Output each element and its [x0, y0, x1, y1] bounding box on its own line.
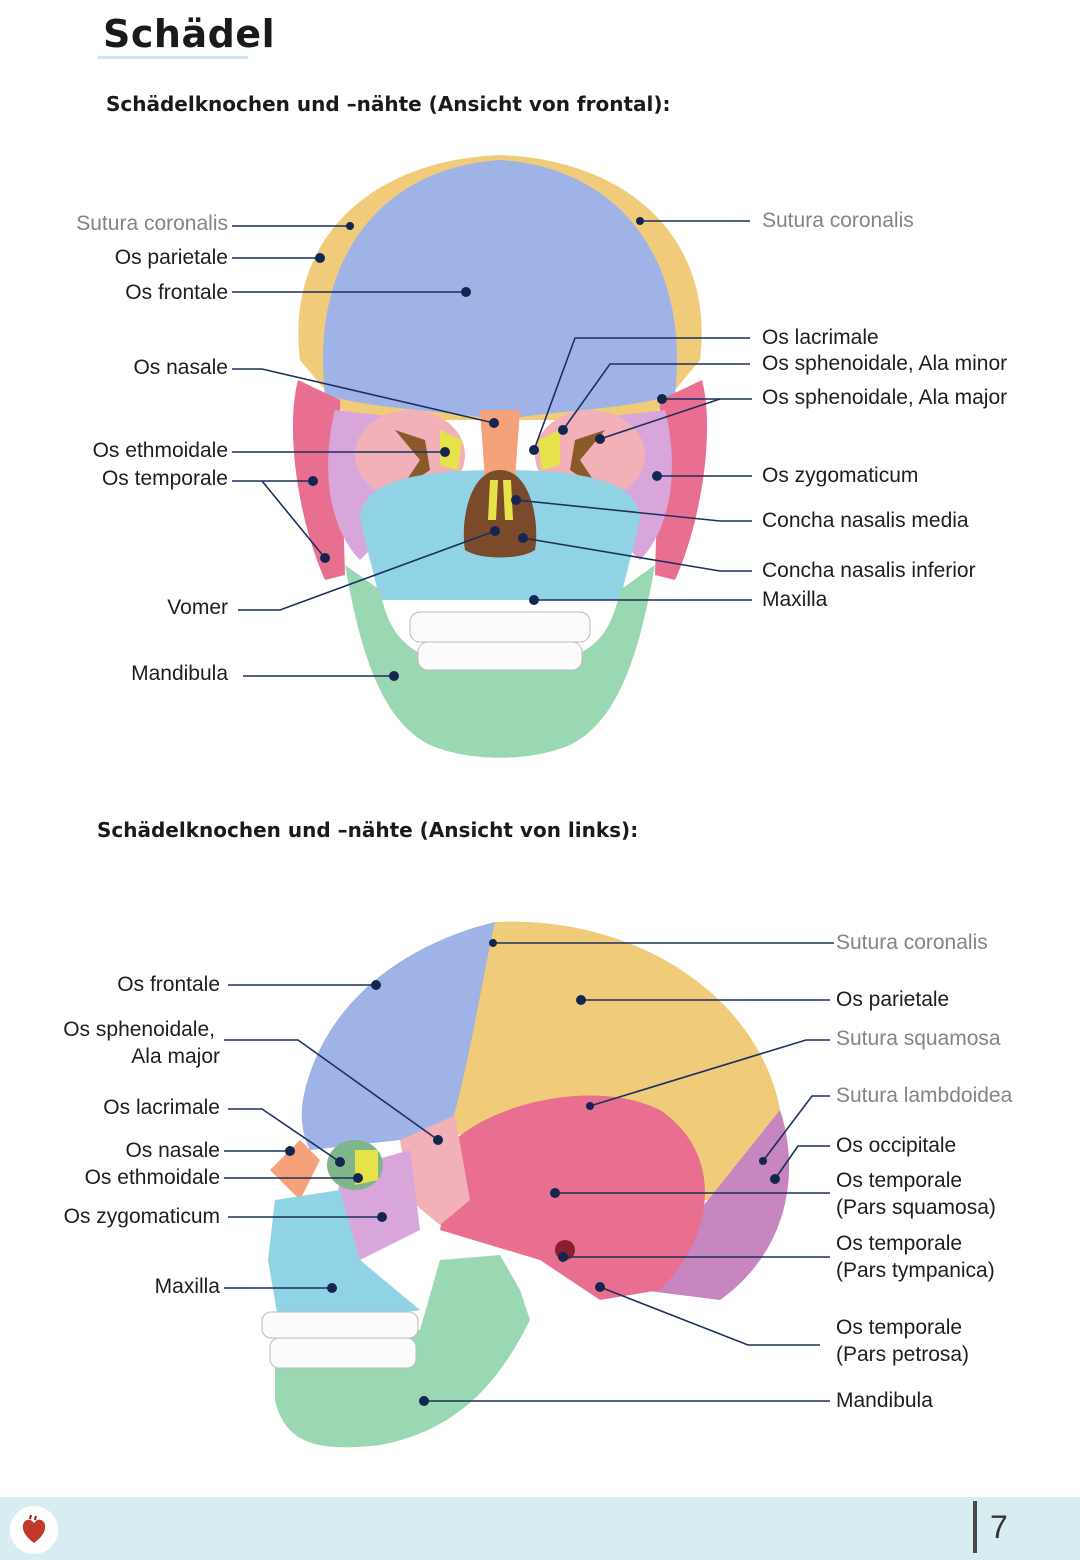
- front-label-ala-minor: Os sphenoidale, Ala minor: [762, 352, 1008, 375]
- side-label-os-parietale: Os parietale: [836, 988, 950, 1011]
- front-label-os-ethmoidale: Os ethmoidale: [92, 439, 228, 462]
- front-label-sutura-coronalis-right: Sutura coronalis: [762, 209, 914, 232]
- front-label-ala-major: Os sphenoidale, Ala major: [762, 386, 1008, 409]
- front-label-os-lacrimale: Os lacrimale: [762, 326, 879, 349]
- side-label-temp-squamosa-line2: (Pars squamosa): [836, 1196, 996, 1219]
- front-ethmoidale-right: [538, 430, 560, 470]
- leader-lines: [224, 217, 834, 1406]
- front-label-mandibula: Mandibula: [131, 662, 228, 685]
- side-label-maxilla: Maxilla: [154, 1275, 220, 1298]
- side-label-temp-squamosa-line1: Os temporale: [836, 1169, 963, 1192]
- side-label-os-occipitale: Os occipitale: [836, 1134, 957, 1157]
- front-nasale-region: [480, 410, 520, 480]
- front-label-os-nasale: Os nasale: [133, 356, 228, 379]
- front-conchae: [488, 480, 513, 520]
- front-frontale-region: [322, 160, 678, 420]
- side-label-os-lacrimale: Os lacrimale: [103, 1096, 220, 1119]
- front-label-maxilla: Maxilla: [762, 588, 828, 611]
- page-number: 7: [990, 1509, 1008, 1545]
- side-label-os-ethmoidale: Os ethmoidale: [84, 1166, 220, 1189]
- front-orbit-right-shade: [570, 430, 605, 490]
- side-label-sphenoidale-line2: Ala major: [131, 1045, 220, 1068]
- side-label-temp-tympanica-line2: (Pars tympanica): [836, 1259, 995, 1282]
- page-footer: 7: [0, 1497, 1080, 1560]
- heart-icon: [10, 1506, 58, 1554]
- front-ethmoidale-left: [440, 430, 462, 470]
- skull-frontal-illustration: [292, 155, 708, 758]
- side-label-sphenoidale-line1: Os sphenoidale,: [63, 1018, 215, 1041]
- side-label-os-frontale: Os frontale: [117, 973, 220, 996]
- side-label-sutura-squamosa: Sutura squamosa: [836, 1027, 1001, 1050]
- section-title-side: Schädelknochen und –nähte (Ansicht von l…: [97, 818, 639, 842]
- side-label-temp-petrosa-line2: (Pars petrosa): [836, 1343, 970, 1366]
- front-orbit-left-shade: [395, 430, 430, 490]
- side-label-temp-tympanica-line1: Os temporale: [836, 1232, 963, 1255]
- footer-divider: [973, 1501, 977, 1553]
- section-title-front: Schädelknochen und –nähte (Ansicht von f…: [106, 92, 671, 116]
- front-label-concha-media: Concha nasalis media: [762, 509, 969, 532]
- side-label-os-nasale: Os nasale: [125, 1139, 220, 1162]
- front-label-os-frontale: Os frontale: [125, 281, 228, 304]
- front-label-os-parietale: Os parietale: [114, 246, 228, 269]
- side-label-sutura-coronalis: Sutura coronalis: [836, 931, 988, 954]
- front-teeth: [409, 611, 591, 671]
- front-label-os-temporale: Os temporale: [101, 467, 228, 490]
- side-label-os-zygomaticum: Os zygomaticum: [63, 1205, 220, 1228]
- heart-icon-graphic: [22, 1515, 46, 1543]
- page-title: Schädel: [103, 12, 276, 56]
- front-label-sutura-coronalis-left: Sutura coronalis: [76, 212, 228, 235]
- side-label-sutura-lambdoidea: Sutura lambdoidea: [836, 1084, 1013, 1107]
- front-label-os-zygomaticum: Os zygomaticum: [762, 464, 919, 487]
- side-label-temp-petrosa-line1: Os temporale: [836, 1316, 963, 1339]
- front-label-vomer: Vomer: [167, 596, 228, 619]
- front-label-concha-inferior: Concha nasalis inferior: [762, 559, 976, 582]
- front-mandibula-region: [345, 565, 655, 758]
- title-underline: [98, 56, 248, 59]
- side-label-mandibula: Mandibula: [836, 1389, 933, 1412]
